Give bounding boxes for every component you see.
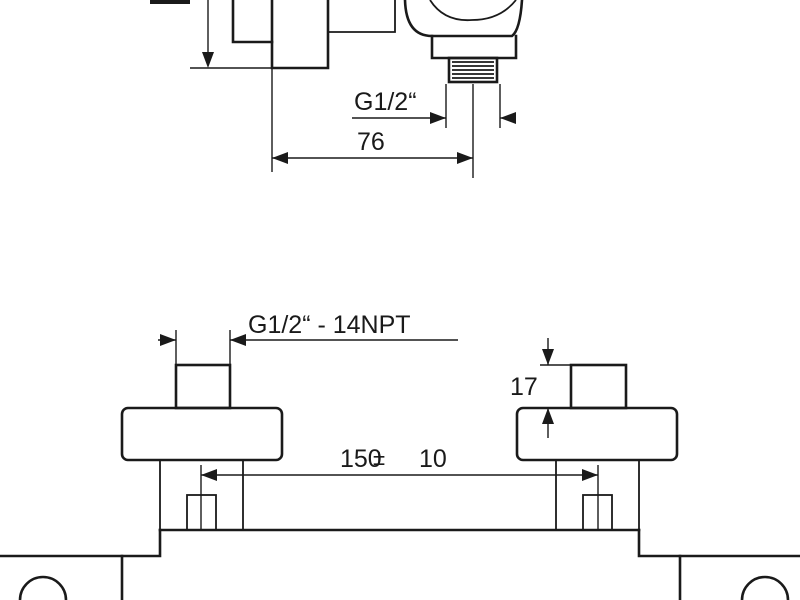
side-body-step — [328, 0, 396, 33]
front-height-label: 17 — [510, 373, 538, 401]
front-view: G1/2“ - 14NPT 17 150 ± 10 — [0, 311, 800, 600]
thread-dim-arrow-left — [430, 112, 446, 124]
cropped-label-fragment — [150, 0, 190, 4]
spacing-tolerance-sign: ± — [373, 445, 385, 470]
spacing-dim-arrow-right — [582, 469, 598, 481]
side-height-arrowhead — [202, 52, 214, 68]
height-dim-arrow-top — [542, 349, 554, 365]
side-outlet-block — [430, 34, 518, 60]
body-right-step — [637, 528, 682, 600]
spacing-tolerance-label: 10 — [419, 445, 447, 473]
height-dim-arrow-bottom — [542, 408, 554, 424]
width-dim-arrow-right — [457, 152, 473, 164]
thread-dim-arrow-right — [500, 112, 516, 124]
right-connector-nipple — [569, 363, 628, 410]
left-handle-circle — [18, 575, 68, 600]
side-body-outline — [270, 0, 330, 70]
spacing-value-label: 150 — [340, 445, 382, 473]
right-connector-nut — [515, 406, 679, 462]
body-left-step — [120, 528, 162, 600]
width-dim-arrow-left — [272, 152, 288, 164]
side-handle-body — [403, 0, 524, 38]
side-view: G1/2“ 76 — [150, 0, 524, 178]
right-handle-circle — [740, 575, 790, 600]
side-body-inner-outline — [231, 0, 274, 44]
left-connector-nipple — [174, 363, 232, 410]
side-handle-circle-arc — [429, 0, 517, 22]
side-width-label: 76 — [357, 128, 385, 156]
side-thread-nipple — [447, 56, 499, 84]
front-thread-label: G1/2“ - 14NPT — [248, 311, 411, 339]
left-connector-nut — [120, 406, 284, 462]
front-thread-arrow-left — [160, 334, 176, 346]
front-thread-arrow-right — [230, 334, 246, 346]
side-thread-label: G1/2“ — [354, 88, 417, 116]
spacing-dim-arrow-left — [201, 469, 217, 481]
side-thread-hatching — [452, 61, 494, 79]
